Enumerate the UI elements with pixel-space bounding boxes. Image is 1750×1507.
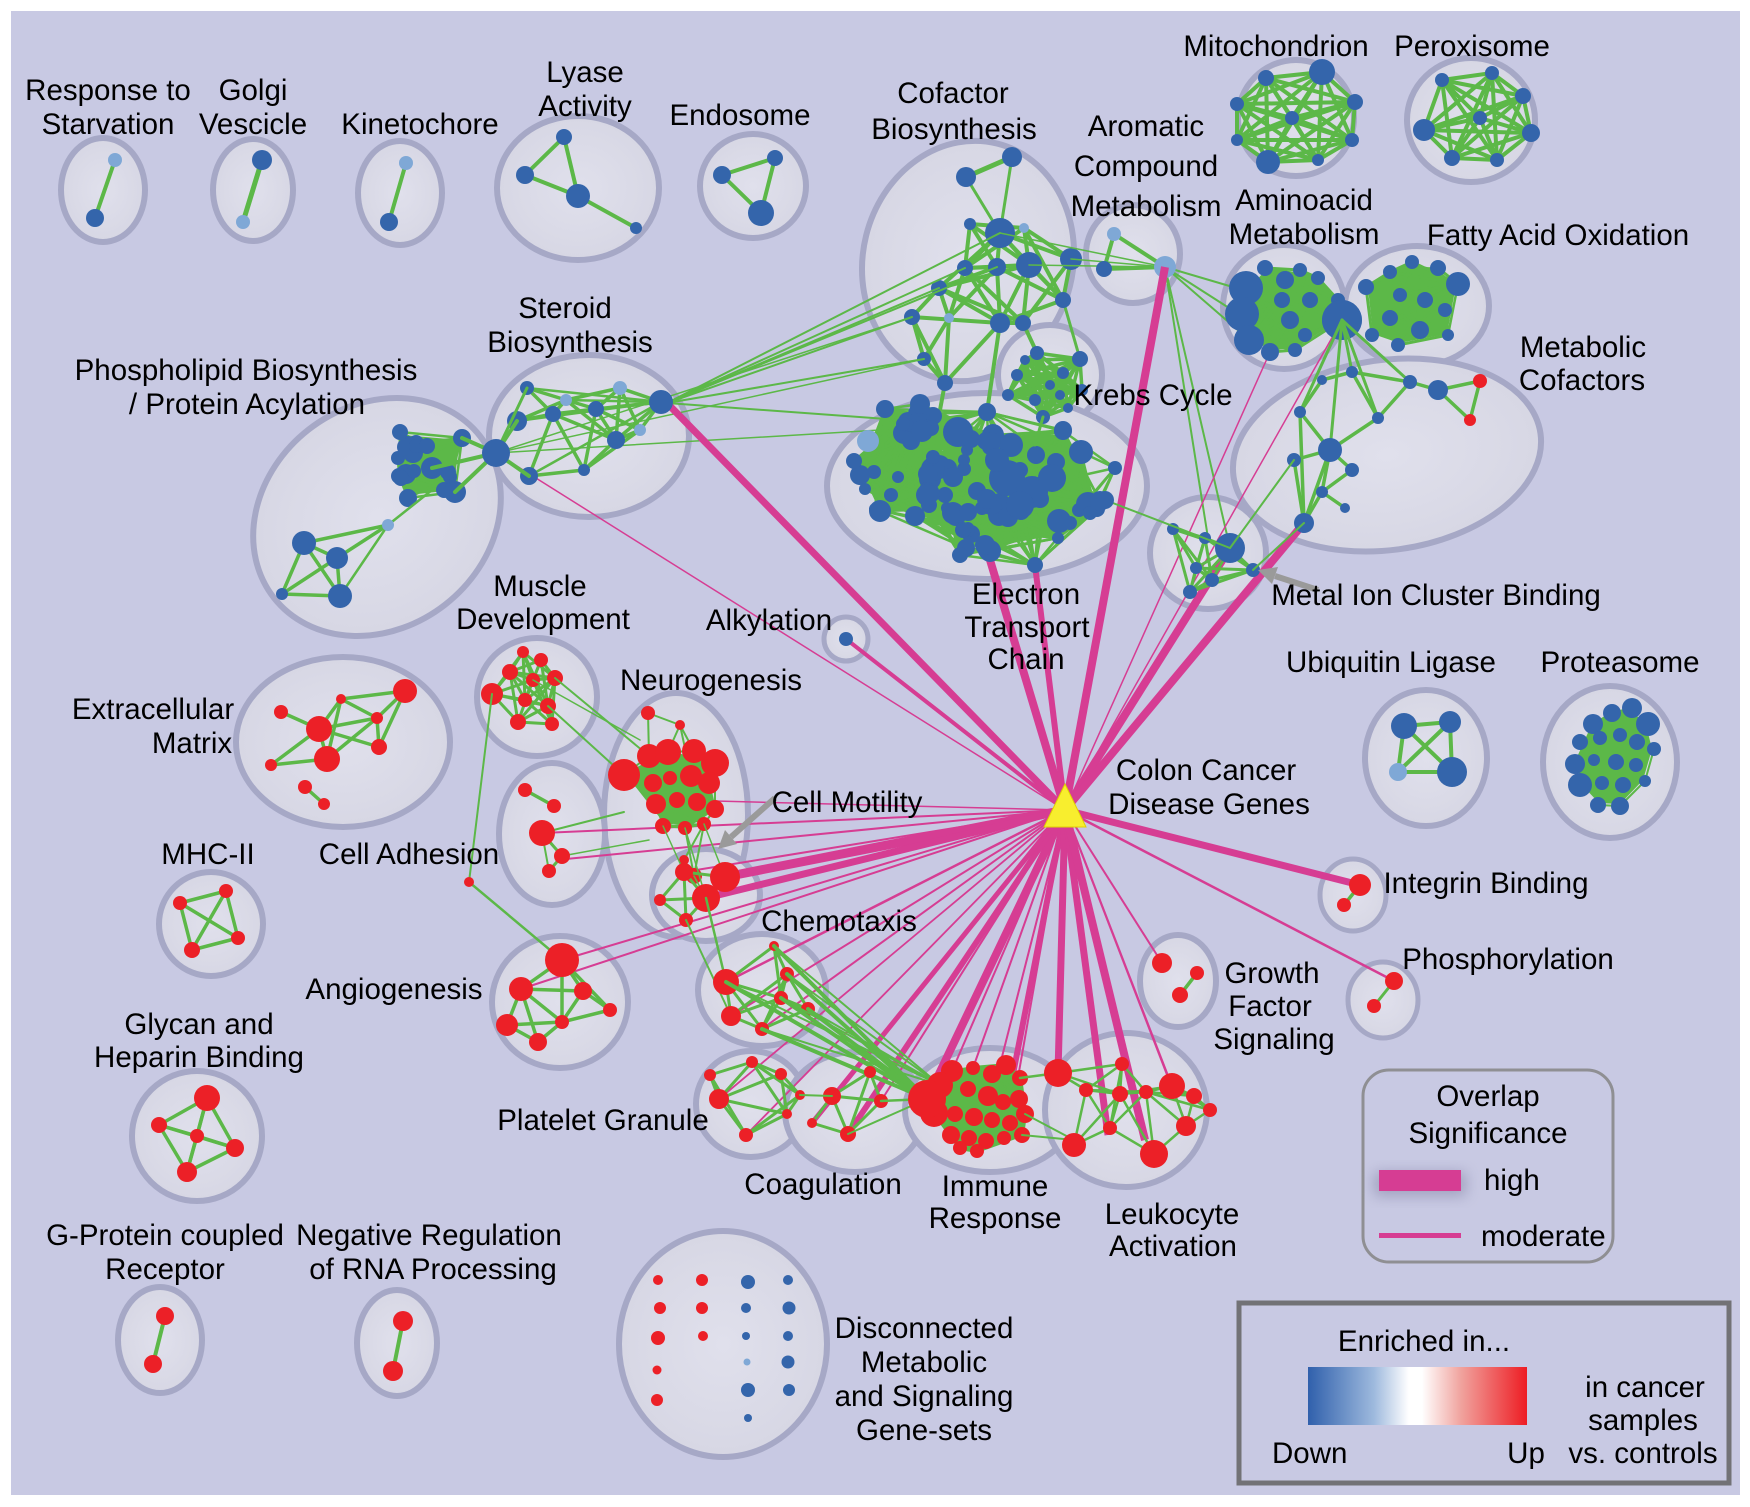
svg-text:Vescicle: Vescicle bbox=[199, 108, 307, 141]
svg-text:Disease Genes: Disease Genes bbox=[1108, 788, 1310, 821]
svg-text:Cell Motility: Cell Motility bbox=[772, 786, 923, 819]
svg-text:Cofactors: Cofactors bbox=[1519, 364, 1645, 397]
svg-text:in cancer: in cancer bbox=[1585, 1371, 1705, 1404]
svg-text:Platelet Granule: Platelet Granule bbox=[497, 1104, 709, 1137]
svg-text:moderate: moderate bbox=[1481, 1220, 1606, 1253]
svg-text:Alkylation: Alkylation bbox=[706, 604, 832, 637]
svg-text:Integrin Binding: Integrin Binding bbox=[1383, 867, 1588, 900]
svg-text:Negative Regulation: Negative Regulation bbox=[296, 1219, 562, 1252]
svg-text:Angiogenesis: Angiogenesis bbox=[305, 973, 482, 1006]
svg-text:Gene-sets: Gene-sets bbox=[856, 1414, 992, 1447]
svg-text:Coagulation: Coagulation bbox=[744, 1168, 901, 1201]
svg-text:Neurogenesis: Neurogenesis bbox=[620, 664, 802, 697]
svg-text:Metabolism: Metabolism bbox=[1071, 190, 1222, 223]
svg-text:Biosynthesis: Biosynthesis bbox=[487, 326, 653, 359]
svg-text:Heparin Binding: Heparin Binding bbox=[94, 1041, 304, 1074]
svg-text:Matrix: Matrix bbox=[152, 727, 233, 760]
svg-text:Golgi: Golgi bbox=[219, 74, 288, 107]
svg-text:Extracellular: Extracellular bbox=[72, 693, 234, 726]
svg-text:Metabolic: Metabolic bbox=[861, 1346, 987, 1379]
svg-text:Endosome: Endosome bbox=[669, 99, 810, 132]
svg-text:Chemotaxis: Chemotaxis bbox=[761, 905, 917, 938]
svg-text:Peroxisome: Peroxisome bbox=[1394, 30, 1550, 63]
svg-text:Mitochondrion: Mitochondrion bbox=[1183, 30, 1368, 63]
svg-text:Fatty Acid Oxidation: Fatty Acid Oxidation bbox=[1427, 219, 1689, 252]
svg-text:Metal Ion Cluster Binding: Metal Ion Cluster Binding bbox=[1271, 579, 1601, 612]
svg-text:Disconnected: Disconnected bbox=[835, 1312, 1014, 1345]
svg-text:Electron: Electron bbox=[972, 578, 1080, 611]
svg-text:Receptor: Receptor bbox=[105, 1253, 225, 1286]
svg-text:Proteasome: Proteasome bbox=[1540, 646, 1699, 679]
svg-text:Lyase: Lyase bbox=[546, 56, 624, 89]
svg-text:Cofactor: Cofactor bbox=[897, 77, 1009, 110]
svg-text:vs. controls: vs. controls bbox=[1568, 1437, 1717, 1470]
svg-text:Development: Development bbox=[456, 603, 630, 636]
svg-text:Starvation: Starvation bbox=[42, 108, 175, 141]
svg-text:and Signaling: and Signaling bbox=[835, 1380, 1014, 1413]
svg-text:Metabolic: Metabolic bbox=[1520, 331, 1646, 364]
svg-text:Phospholipid Biosynthesis: Phospholipid Biosynthesis bbox=[75, 354, 418, 387]
svg-text:Colon Cancer: Colon Cancer bbox=[1116, 754, 1297, 787]
svg-text:Aminoacid: Aminoacid bbox=[1235, 184, 1373, 217]
svg-text:MHC-II: MHC-II bbox=[161, 838, 254, 871]
svg-text:Immune: Immune bbox=[942, 1170, 1049, 1203]
svg-text:Muscle: Muscle bbox=[493, 570, 586, 603]
svg-text:Factor: Factor bbox=[1228, 990, 1312, 1023]
svg-text:Enriched in...: Enriched in... bbox=[1338, 1325, 1510, 1358]
svg-text:Steroid: Steroid bbox=[518, 292, 611, 325]
svg-text:Signaling: Signaling bbox=[1213, 1023, 1334, 1056]
svg-text:Response to: Response to bbox=[25, 74, 191, 107]
svg-text:Biosynthesis: Biosynthesis bbox=[871, 113, 1037, 146]
svg-text:Down: Down bbox=[1272, 1437, 1347, 1470]
svg-text:Growth: Growth bbox=[1224, 957, 1319, 990]
svg-text:Overlap: Overlap bbox=[1436, 1080, 1539, 1113]
svg-text:Chain: Chain bbox=[987, 643, 1064, 676]
svg-text:Up: Up bbox=[1507, 1437, 1545, 1470]
svg-text:Glycan and: Glycan and bbox=[124, 1008, 273, 1041]
svg-text:Activation: Activation bbox=[1109, 1230, 1237, 1263]
svg-text:Response: Response bbox=[929, 1202, 1062, 1235]
svg-text:Ubiquitin Ligase: Ubiquitin Ligase bbox=[1286, 646, 1496, 679]
svg-text:Phosphorylation: Phosphorylation bbox=[1402, 943, 1614, 976]
svg-text:Activity: Activity bbox=[538, 90, 632, 123]
svg-text:Significance: Significance bbox=[1408, 1117, 1567, 1150]
svg-text:Cell Adhesion: Cell Adhesion bbox=[319, 838, 499, 871]
svg-text:Kinetochore: Kinetochore bbox=[341, 108, 498, 141]
svg-text:Metabolism: Metabolism bbox=[1229, 218, 1380, 251]
svg-text:Krebs Cycle: Krebs Cycle bbox=[1073, 379, 1232, 412]
svg-text:Leukocyte: Leukocyte bbox=[1105, 1198, 1239, 1231]
svg-text:high: high bbox=[1484, 1164, 1540, 1197]
svg-text:Aromatic: Aromatic bbox=[1088, 110, 1204, 143]
svg-text:/ Protein Acylation: / Protein Acylation bbox=[129, 388, 365, 421]
svg-text:samples: samples bbox=[1588, 1404, 1698, 1437]
svg-text:Transport: Transport bbox=[964, 611, 1089, 644]
svg-text:of RNA Processing: of RNA Processing bbox=[309, 1253, 557, 1286]
svg-text:Compound: Compound bbox=[1074, 150, 1218, 183]
svg-text:G-Protein coupled: G-Protein coupled bbox=[46, 1219, 284, 1252]
